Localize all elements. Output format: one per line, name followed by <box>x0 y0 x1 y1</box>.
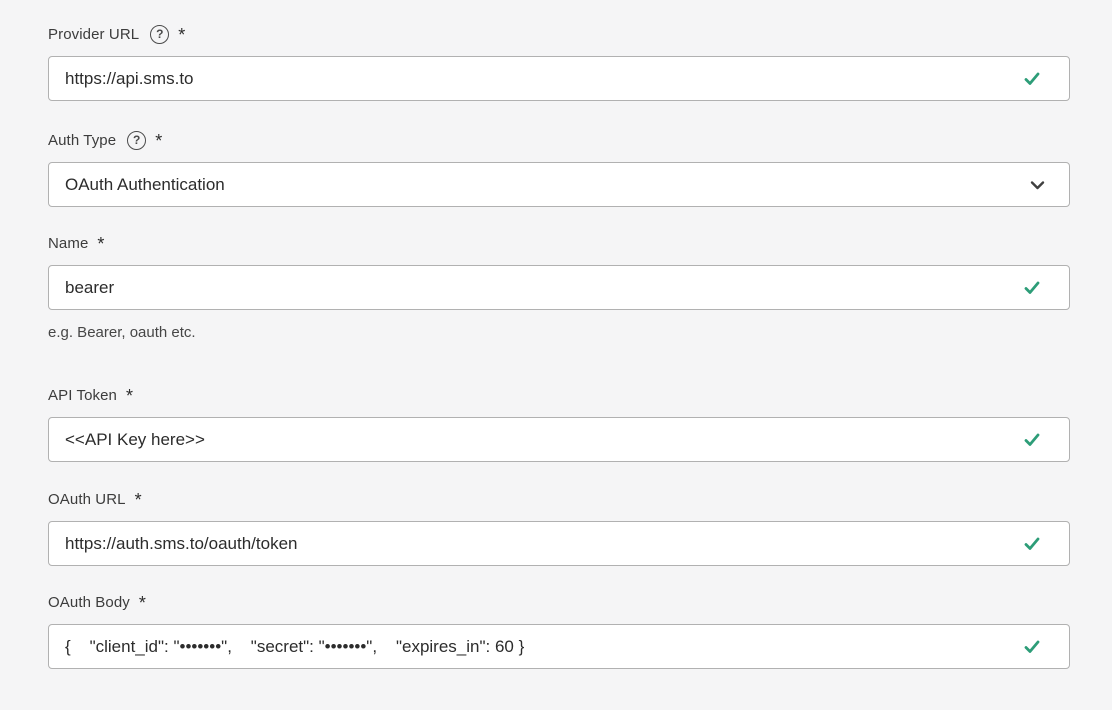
api-token-input-wrap <box>48 417 1070 462</box>
required-asterisk: * <box>97 234 105 254</box>
provider-url-input[interactable] <box>48 56 1070 101</box>
api-token-input[interactable] <box>48 417 1070 462</box>
provider-url-label: Provider URL <box>48 25 140 43</box>
field-api-token: API Token * <box>48 385 1070 462</box>
required-asterisk: * <box>134 490 142 510</box>
help-glyph: ? <box>133 133 141 147</box>
oauth-body-label: OAuth Body <box>48 593 130 611</box>
field-label-row: Name * <box>48 233 1070 254</box>
field-label-row: OAuth URL * <box>48 489 1070 510</box>
required-asterisk: * <box>138 593 146 613</box>
help-icon[interactable]: ? <box>127 130 147 150</box>
api-token-label: API Token <box>48 386 118 404</box>
help-icon[interactable]: ? <box>150 24 170 44</box>
field-provider-url: Provider URL ? * <box>48 24 1070 101</box>
required-asterisk: * <box>178 25 186 45</box>
field-name: Name * e.g. Bearer, oauth etc. <box>48 233 1070 341</box>
provider-url-input-wrap <box>48 56 1070 101</box>
field-auth-type: Auth Type ? * OAuth Authentication <box>48 130 1070 207</box>
auth-type-label: Auth Type <box>48 131 117 149</box>
name-label: Name <box>48 234 89 252</box>
field-label-row: Provider URL ? * <box>48 24 1070 44</box>
name-input[interactable] <box>48 265 1070 310</box>
oauth-body-input[interactable] <box>48 624 1070 669</box>
oauth-url-input-wrap <box>48 521 1070 566</box>
auth-type-select[interactable]: OAuth Authentication <box>48 162 1070 207</box>
chevron-down-icon <box>1030 180 1045 189</box>
field-label-row: API Token * <box>48 385 1070 406</box>
name-input-wrap <box>48 265 1070 310</box>
connector-auth-form: Provider URL ? * Auth Type ? * OAuth Aut… <box>48 24 1070 669</box>
name-helper-text: e.g. Bearer, oauth etc. <box>48 324 196 341</box>
oauth-body-input-wrap <box>48 624 1070 669</box>
oauth-url-input[interactable] <box>48 521 1070 566</box>
required-asterisk: * <box>155 131 163 151</box>
field-label-row: Auth Type ? * <box>48 130 1070 150</box>
field-oauth-body: OAuth Body * <box>48 592 1070 669</box>
field-oauth-url: OAuth URL * <box>48 489 1070 566</box>
field-label-row: OAuth Body * <box>48 592 1070 613</box>
help-glyph: ? <box>156 27 164 41</box>
required-asterisk: * <box>126 386 134 406</box>
auth-type-selected-value: OAuth Authentication <box>65 174 225 194</box>
oauth-url-label: OAuth URL <box>48 490 126 508</box>
